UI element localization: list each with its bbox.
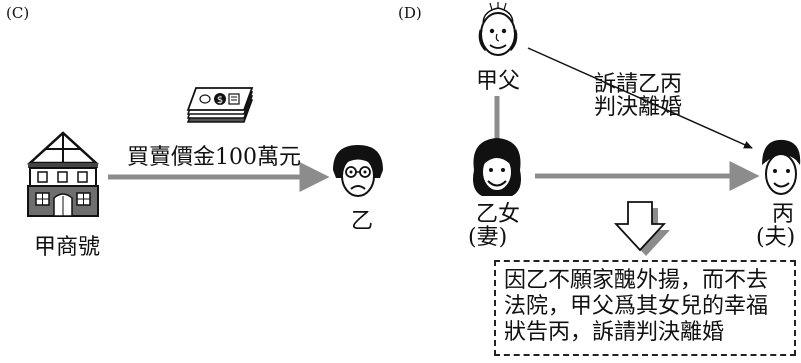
panel-d-label: (D) (398, 4, 422, 22)
person-yi-icon (333, 145, 383, 197)
father-label: 甲父 (476, 69, 521, 94)
note-line-2: 法院，甲父爲其女兒的幸福 (504, 294, 769, 319)
person-yi-label: 乙 (351, 209, 374, 234)
explanation-box: 因乙不願家醜外揚，而不去 法院，甲父爲其女兒的幸福 狀告丙，訴請判決離婚 (494, 260, 796, 356)
husband-label: 丙 (772, 202, 795, 227)
payment-label: 買賣價金100萬元 (127, 145, 301, 170)
wife-role: (妻) (468, 225, 508, 250)
panel-c-label: (C) (6, 4, 30, 22)
note-line-3: 狀告丙，訴請判決離婚 (504, 320, 725, 345)
shop-label: 甲商號 (34, 235, 101, 260)
wife-label: 乙女 (476, 202, 521, 227)
shop-building-icon (26, 131, 100, 217)
note-line-1: 因乙不願家醜外揚，而不去 (504, 268, 769, 293)
svg-text:$: $ (217, 95, 223, 106)
money-stack-icon: $ (186, 87, 254, 123)
callout-line-2: 判決離婚 (594, 95, 683, 120)
callout-line-1: 訴請乙丙 (594, 72, 683, 97)
husband-role: (夫) (756, 225, 796, 250)
husband-icon (762, 139, 801, 195)
father-icon (478, 2, 518, 56)
lawsuit-arrow (527, 47, 753, 149)
wife-icon (473, 138, 521, 196)
down-arrow-icon (613, 201, 670, 256)
